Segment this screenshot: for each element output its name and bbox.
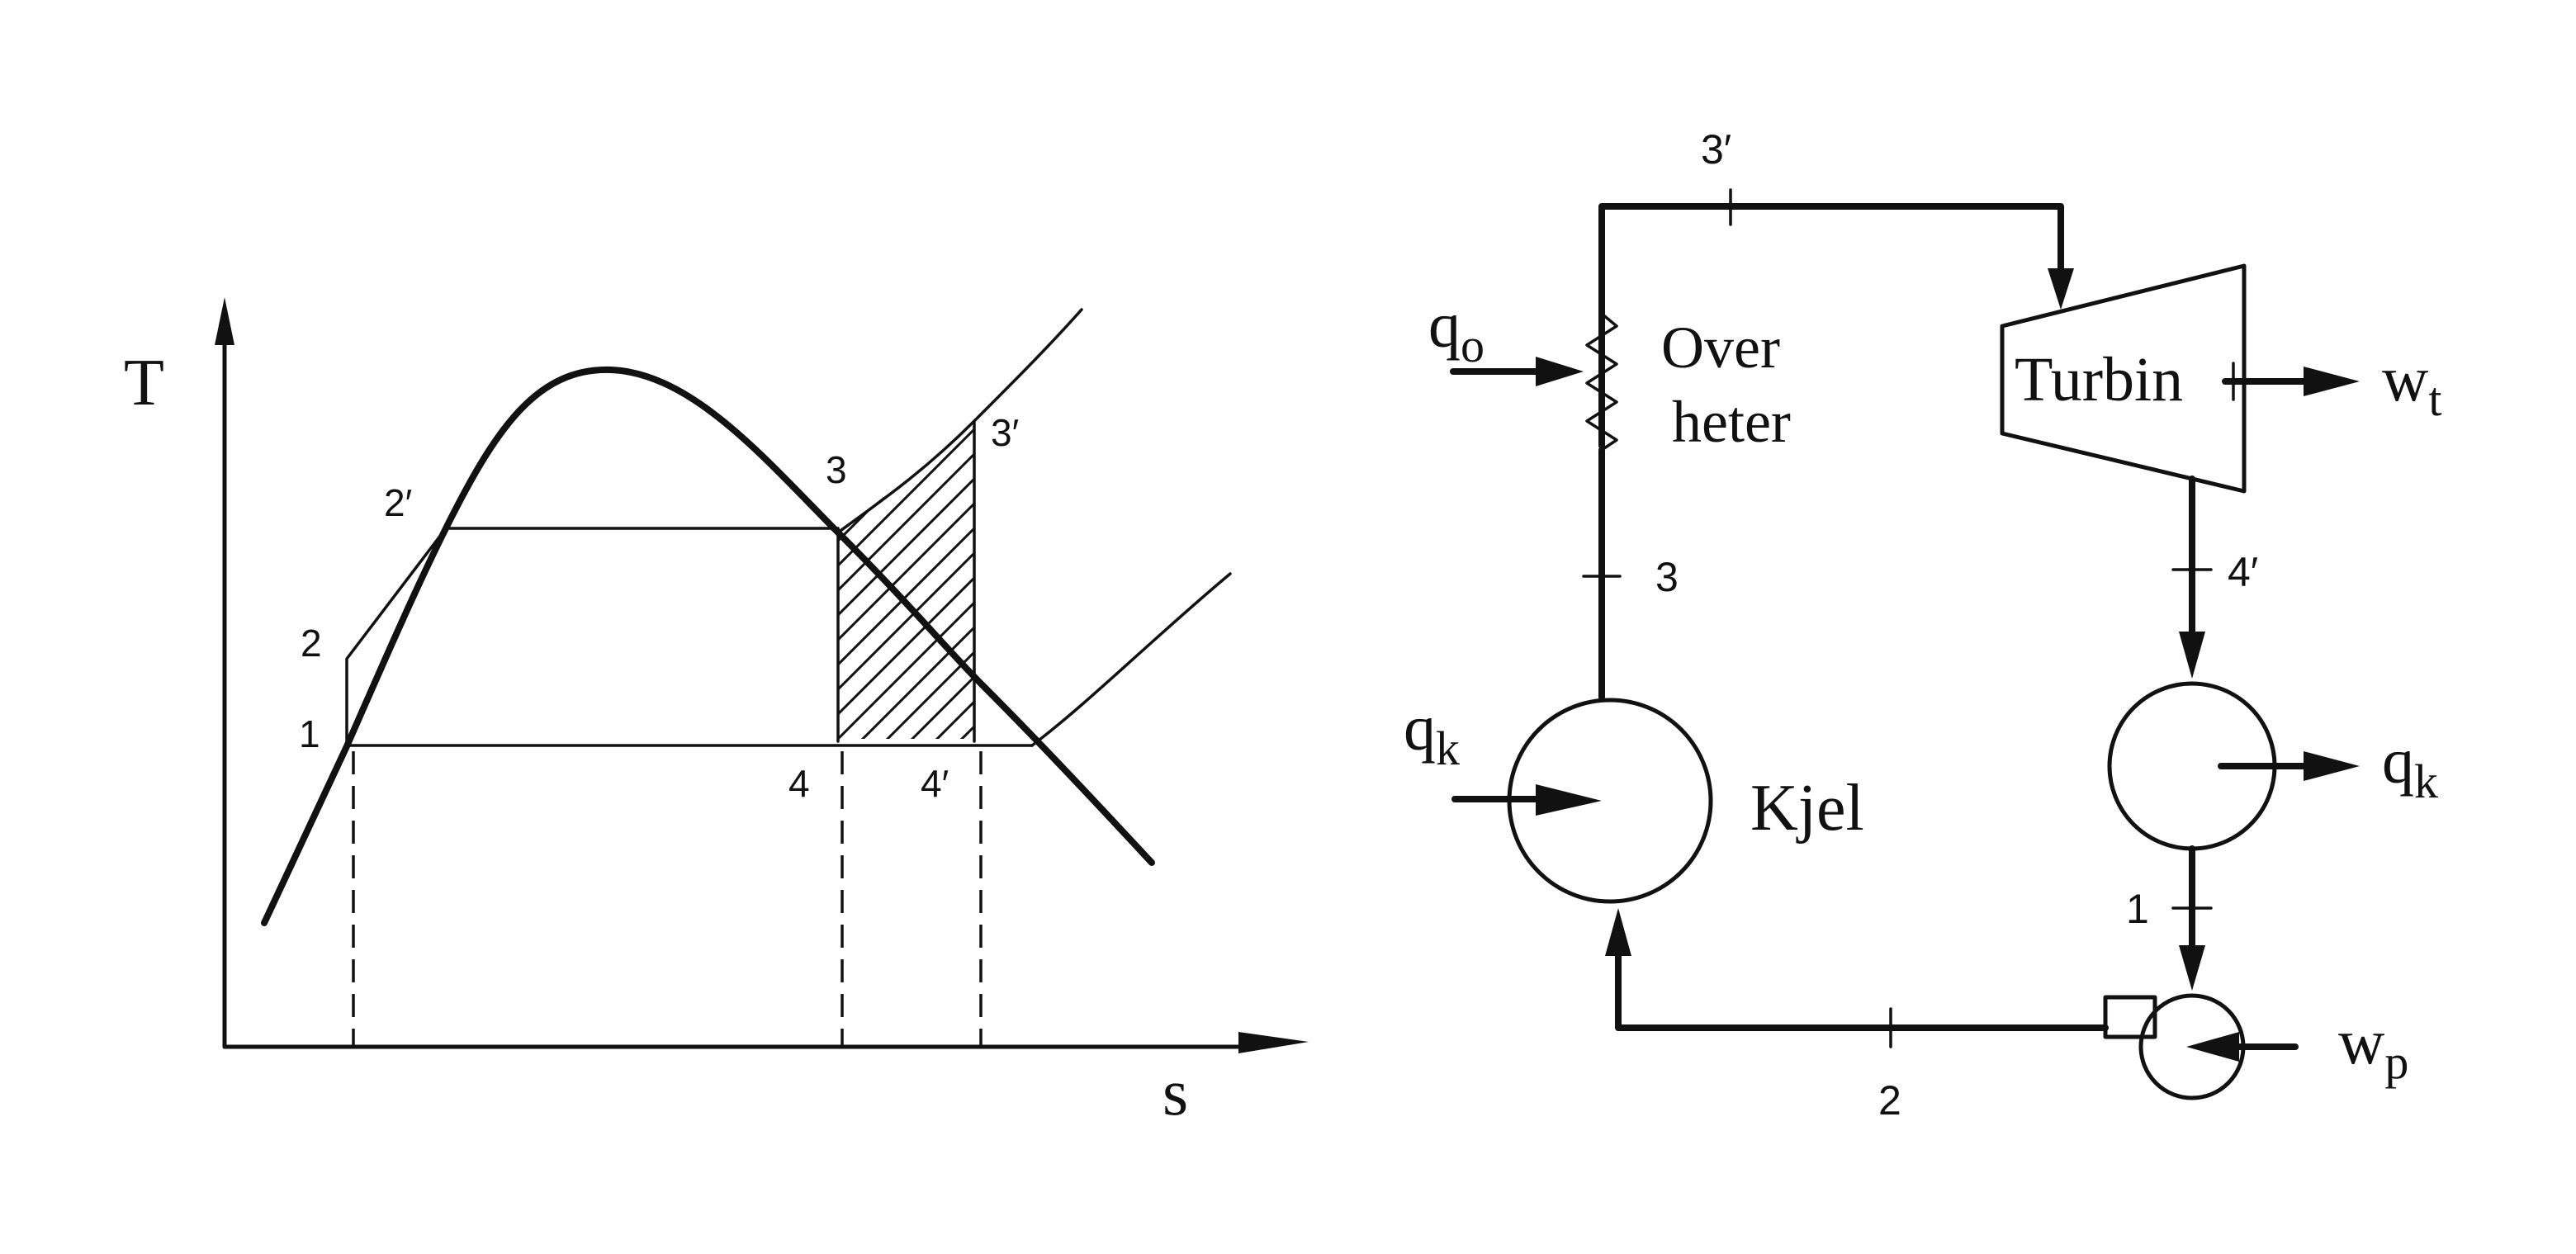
state-3-label: 3 [1655, 554, 1679, 600]
s-axis-label: s [1163, 1057, 1188, 1129]
superheater-label-line2: heter [1672, 389, 1791, 455]
state-4p-label: 4′ [2228, 549, 2258, 595]
heat-in-superheater-arrowhead [1536, 357, 1584, 386]
work-pump-arrowhead [2186, 1032, 2239, 1062]
superheat-isobar [836, 308, 1083, 534]
heat-out-condenser-label: qk [2382, 725, 2438, 808]
ts-diagram: T s [124, 297, 1309, 1129]
pump-outlet [2103, 995, 2157, 1039]
superheater-coil [1585, 312, 1618, 452]
turbine-body [2000, 263, 2247, 494]
point-4p-label: 4′ [921, 762, 949, 805]
heat-out-condenser-arrowhead [2304, 751, 2360, 781]
condenser-inlet-arrowhead [2179, 632, 2205, 679]
work-pump-label: wp [2338, 1006, 2408, 1089]
condenser-isobar [1030, 572, 1232, 747]
boiler-label: Kjel [1750, 772, 1864, 845]
t-axis-arrowhead [215, 297, 234, 345]
point-1-label: 1 [299, 712, 320, 755]
work-turbine-label: wt [2382, 343, 2441, 426]
point-2p-label: 2′ [384, 481, 412, 524]
pipe-superheater-to-turbine [1598, 203, 2064, 449]
point-4-label: 4 [788, 762, 810, 805]
heat-in-superheater-label: qo [1428, 289, 1485, 372]
state-2-label: 2 [1878, 1077, 1901, 1124]
boiler-inlet-arrowhead [1605, 908, 1631, 956]
turbine-inlet-arrowhead [2048, 268, 2074, 310]
liquid-heating-line [345, 527, 447, 748]
state-3p-label: 3′ [1701, 126, 1731, 173]
work-turbine-arrowhead [2304, 367, 2360, 396]
state-1-label: 1 [2126, 886, 2149, 932]
point-3-label: 3 [826, 448, 847, 491]
t-axis-label: T [124, 347, 164, 419]
pipe-pump-to-boiler [1615, 938, 2109, 1031]
pump-inlet-arrowhead [2179, 945, 2205, 991]
heat-in-boiler-arrowhead [1536, 784, 1602, 816]
heat-in-boiler-label: qk [1404, 692, 1460, 775]
point-2-label: 2 [301, 622, 322, 665]
superheater-label-line1: Over [1661, 315, 1780, 381]
plant-schematic: 3′ Over heter qo 3 Kjel qk 2 Turbin wt [1404, 126, 2441, 1124]
s-axis-arrowhead [1238, 1032, 1309, 1053]
point-3p-label: 3′ [991, 411, 1019, 454]
turbine-label: Turbin [2015, 345, 2183, 414]
saturation-dome [261, 366, 1155, 926]
